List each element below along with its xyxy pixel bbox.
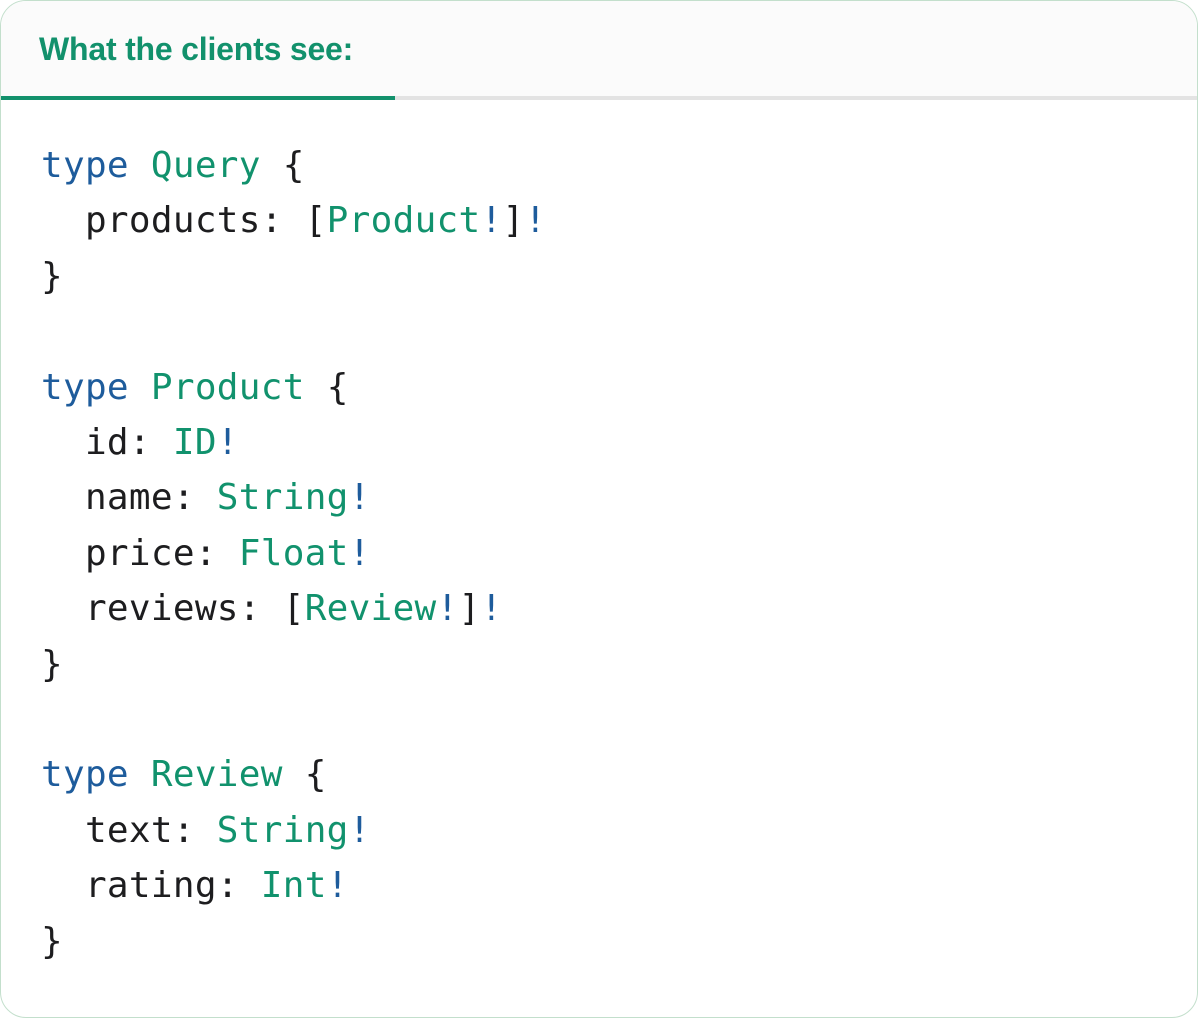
- code-line: }: [41, 255, 63, 297]
- tab-bar: What the clients see:: [1, 1, 1197, 96]
- code-line: type Review {: [41, 754, 327, 796]
- code-line: price: Float!: [41, 532, 371, 574]
- code-line: [41, 692, 546, 747]
- code-line: name: String!: [41, 477, 371, 519]
- code-line: rating: Int!: [41, 865, 349, 907]
- code-line: }: [41, 643, 63, 685]
- code-line: reviews: [Review!]!: [41, 588, 503, 630]
- tab-what-clients-see[interactable]: What the clients see:: [39, 31, 354, 67]
- code-line: text: String!: [41, 809, 371, 851]
- tab-bar-divider: [1, 96, 1197, 100]
- active-tab-underline: [1, 96, 395, 100]
- code-line: }: [41, 920, 63, 962]
- code-line: id: ID!: [41, 422, 239, 464]
- code-line: [41, 304, 546, 359]
- code-line: type Product {: [41, 366, 349, 408]
- code-line: type Query {: [41, 145, 305, 186]
- graphql-schema-code: type Query { products: [Product!]!} type…: [41, 138, 546, 969]
- code-line: products: [Product!]!: [41, 200, 547, 242]
